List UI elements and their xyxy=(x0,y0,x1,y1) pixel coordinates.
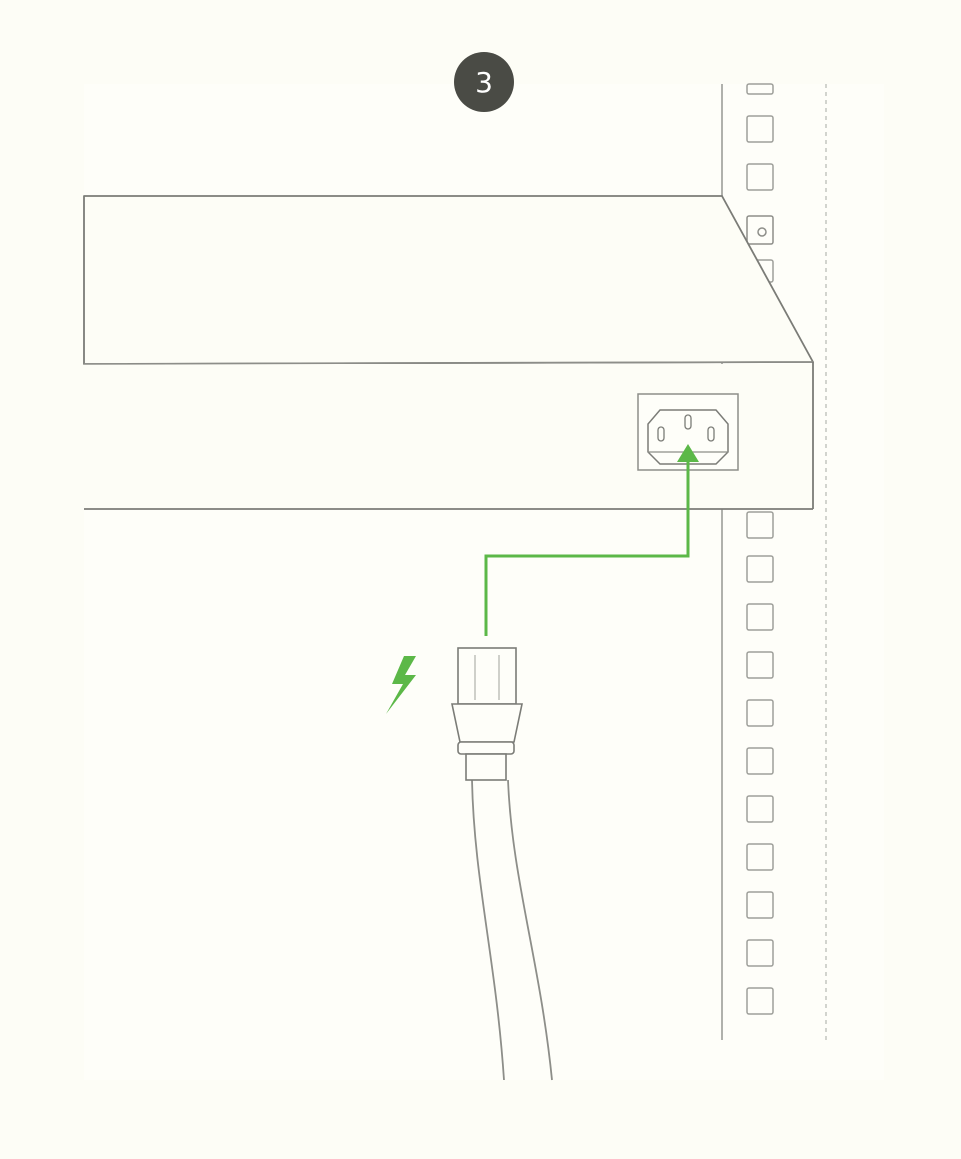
rail-hole xyxy=(746,115,774,143)
cage-nut xyxy=(746,215,774,245)
rail-hole xyxy=(746,795,774,823)
arrow-up-icon xyxy=(677,444,699,462)
rail-hole xyxy=(746,603,774,631)
rail-hole xyxy=(746,651,774,679)
rail-hole xyxy=(746,511,774,539)
rail-hole xyxy=(746,163,774,191)
rail-hole xyxy=(746,843,774,871)
rail-hole xyxy=(746,747,774,775)
rack-rail xyxy=(721,83,827,1040)
rail-hole xyxy=(746,699,774,727)
rail-hole xyxy=(746,555,774,583)
rack-device xyxy=(83,195,814,510)
step-number-badge: 3 xyxy=(454,52,514,112)
rail-hole xyxy=(746,83,774,95)
rail-hole xyxy=(746,987,774,1015)
connection-guide xyxy=(484,444,699,636)
rail-hole xyxy=(746,939,774,967)
lightning-bolt-icon xyxy=(386,656,416,714)
power-cord xyxy=(471,779,553,1081)
iec-c13-plug-icon xyxy=(451,647,523,781)
rail-hole xyxy=(746,891,774,919)
